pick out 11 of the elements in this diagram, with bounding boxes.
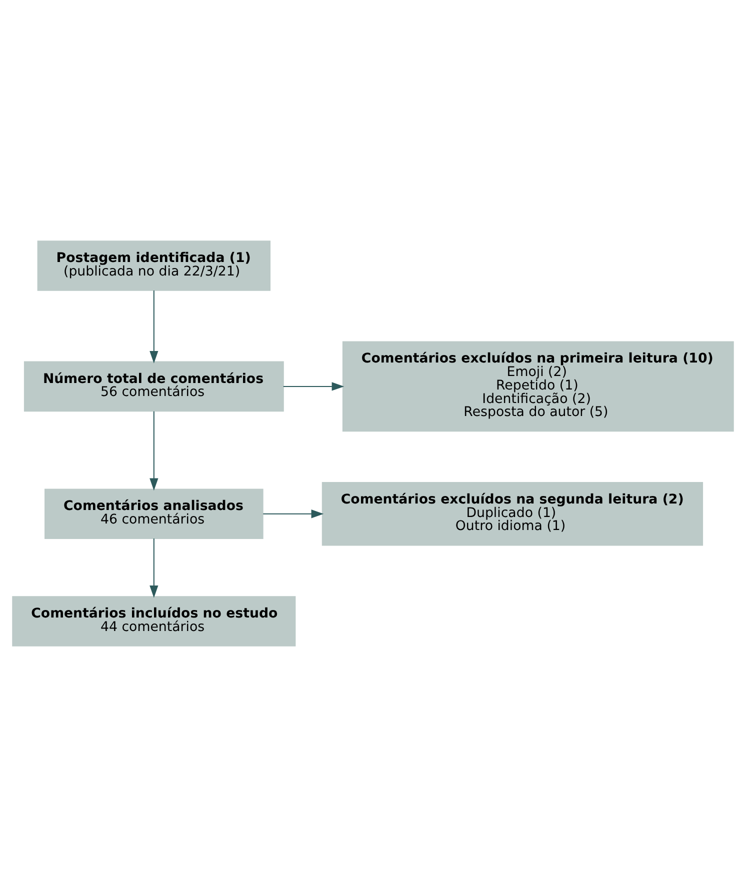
arrow <box>150 410 158 490</box>
arrow <box>263 509 324 518</box>
node-box: Comentários analisados 46 comentários <box>44 488 264 539</box>
node-box: Postagem identificada (1) (publicada no dia 22/3/21) <box>37 240 271 290</box>
arrow <box>150 290 158 363</box>
arrow <box>283 382 344 390</box>
node-box: Comentários excluídos na segunda leitura (2) Duplicado (1) Outro idioma (1) <box>322 482 704 546</box>
node-box: Comentários incluídos no estudo 44 comentários <box>12 596 296 646</box>
arrow <box>150 538 158 598</box>
node-box: Número total de comentários 56 comentários <box>24 360 284 412</box>
node-box: Comentários excluídos na primeira leitura (10) Emoji (2) Repetido (1) Identificação (2) Resposta do autor (5) <box>342 340 734 432</box>
